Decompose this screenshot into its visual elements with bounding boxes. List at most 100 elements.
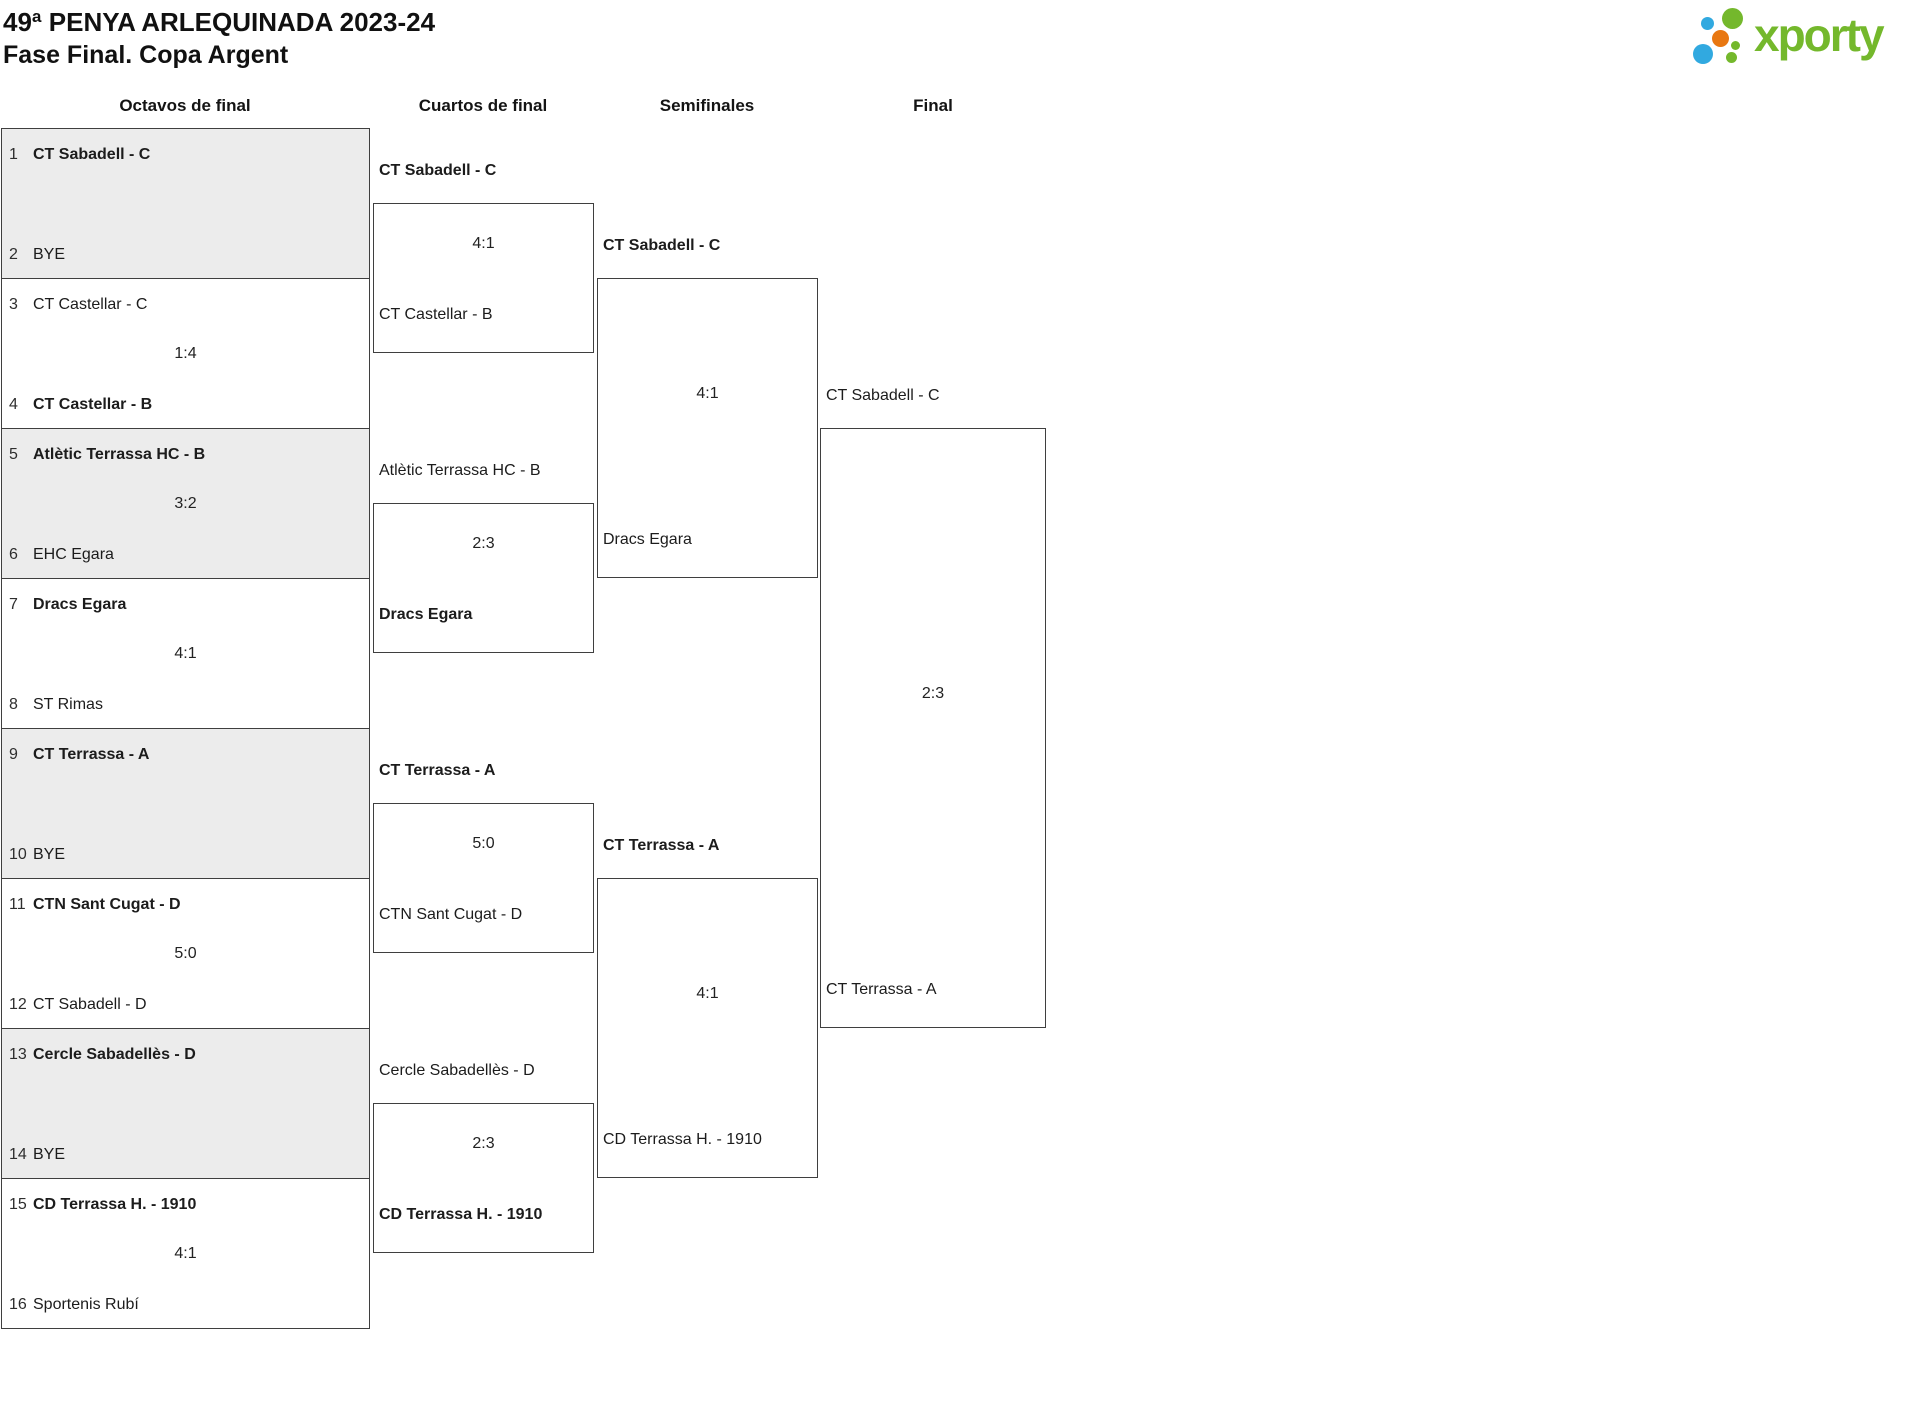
- page-header: 49ª PENYA ARLEQUINADA 2023-24 Fase Final…: [3, 6, 435, 71]
- participant-row: 7 Dracs Egara: [2, 594, 367, 616]
- participant-row: 10 BYE: [2, 844, 367, 866]
- match-score: 2:3: [921, 685, 945, 702]
- match-score: 4:1: [696, 385, 719, 402]
- participant-row: 12 CT Sabadell - D: [2, 994, 367, 1016]
- column-header-cuartos: Cuartos de final: [418, 96, 548, 115]
- participant-row: 5 Atlètic Terrassa HC - B: [2, 444, 367, 466]
- seed-number: 4: [9, 396, 18, 413]
- participant-name: CT Sabadell - D: [33, 996, 147, 1013]
- match-score: 4:1: [696, 985, 719, 1002]
- seed-number: 9: [9, 746, 18, 763]
- match-quarterfinal-2[interactable]: Atlètic Terrassa HC - B 2:3 Dracs Egara: [373, 462, 594, 653]
- participant-name: CT Sabadell - C: [826, 387, 940, 404]
- match-final[interactable]: CT Sabadell - C 2:3 CT Terrassa - A: [820, 387, 1046, 1028]
- participant-name: BYE: [33, 846, 66, 863]
- match-score: 2:3: [472, 535, 495, 552]
- participant-name: Cercle Sabadellès - D: [33, 1046, 196, 1063]
- participant-name: Atlètic Terrassa HC - B: [33, 446, 206, 463]
- match-r16-8[interactable]: 15 CD Terrassa H. - 1910 4:1 16 Sportenis …: [1, 1178, 370, 1329]
- match-quarterfinal-3[interactable]: CT Terrassa - A 5:0 CTN Sant Cugat - D: [373, 762, 594, 953]
- participant-name: CT Castellar - C: [33, 296, 148, 313]
- column-header-octavos: Octavos de final: [119, 96, 251, 115]
- participant-row: 3 CT Castellar - C: [2, 294, 367, 316]
- seed-number: 15: [9, 1196, 27, 1213]
- column-header-semifinales: Semifinales: [659, 96, 755, 115]
- seed-number: 8: [9, 696, 18, 713]
- participant-name: Sportenis Rubí: [33, 1296, 139, 1313]
- match-score: [2, 1093, 369, 1115]
- seed-number: 13: [9, 1046, 27, 1063]
- page-title: 49ª PENYA ARLEQUINADA 2023-24: [3, 7, 436, 37]
- participant-name: CTN Sant Cugat - D: [379, 906, 523, 923]
- seed-number: 16: [9, 1296, 27, 1313]
- match-semifinal-2[interactable]: CT Terrassa - A 4:1 CD Terrassa H. - 191…: [597, 837, 818, 1178]
- seed-number: 10: [9, 846, 27, 863]
- participant-name: BYE: [33, 246, 66, 263]
- participant-row: 1 CT Sabadell - C: [2, 144, 367, 166]
- logo-dot-green-tiny-icon: [1731, 41, 1740, 50]
- participant-name: Atlètic Terrassa HC - B: [379, 462, 541, 479]
- participant-row: 2 BYE: [2, 244, 367, 266]
- participant-row: 13 Cercle Sabadellès - D: [2, 1044, 367, 1066]
- match-r16-4[interactable]: 7 Dracs Egara 4:1 8 ST Rimas: [1, 578, 370, 729]
- match-score: 5:0: [174, 945, 197, 962]
- seed-number: 6: [9, 546, 18, 563]
- match-semifinal-1[interactable]: CT Sabadell - C 4:1 Dracs Egara: [597, 237, 818, 578]
- match-r16-1[interactable]: 1 CT Sabadell - C 2 BYE: [1, 128, 370, 279]
- participant-name: Dracs Egara: [603, 531, 692, 548]
- participant-row: 8 ST Rimas: [2, 694, 367, 716]
- match-quarterfinal-1[interactable]: CT Sabadell - C 4:1 CT Castellar - B: [373, 162, 594, 353]
- participant-name: ST Rimas: [33, 696, 103, 713]
- match-score: 4:1: [174, 1245, 197, 1262]
- participant-row: 15 CD Terrassa H. - 1910: [2, 1194, 367, 1216]
- seed-number: 1: [9, 146, 18, 163]
- participant-name: CD Terrassa H. - 1910: [33, 1196, 197, 1213]
- seed-number: 3: [9, 296, 18, 313]
- participant-name: EHC Egara: [33, 546, 114, 563]
- participant-name: CT Terrassa - A: [33, 746, 150, 763]
- match-r16-5[interactable]: 9 CT Terrassa - A 10 BYE: [1, 728, 370, 879]
- participant-row: 4 CT Castellar - B: [2, 394, 367, 416]
- participant-name: CT Sabadell - C: [603, 237, 721, 254]
- participant-name: CT Castellar - B: [33, 396, 153, 413]
- participant-name: Dracs Egara: [33, 596, 127, 613]
- match-r16-2[interactable]: 3 CT Castellar - C 1:4 4 CT Castellar - B: [1, 278, 370, 429]
- column-header-final: Final: [913, 96, 953, 115]
- match-score: 1:4: [174, 345, 197, 362]
- participant-name: Dracs Egara: [379, 606, 473, 623]
- participant-name: Cercle Sabadellès - D: [379, 1062, 535, 1079]
- participant-name: CT Castellar - B: [379, 306, 493, 323]
- seed-number: 12: [9, 996, 27, 1013]
- xporty-logo[interactable]: xporty: [1690, 2, 1915, 68]
- match-score: 5:0: [472, 835, 495, 852]
- participant-name: BYE: [33, 1146, 66, 1163]
- match-score: [2, 193, 369, 215]
- match-r16-7[interactable]: 13 Cercle Sabadellès - D 14 BYE: [1, 1028, 370, 1179]
- seed-number: 5: [9, 446, 18, 463]
- participant-name: CD Terrassa H. - 1910: [379, 1206, 543, 1223]
- participant-row: 9 CT Terrassa - A: [2, 744, 367, 766]
- logo-wordmark: xporty: [1754, 9, 1885, 61]
- match-quarterfinal-4[interactable]: Cercle Sabadellès - D 2:3 CD Terrassa H.…: [373, 1062, 594, 1253]
- match-score: [2, 793, 369, 815]
- seed-number: 7: [9, 596, 18, 613]
- participant-name: CT Terrassa - A: [826, 981, 937, 998]
- page-subtitle: Fase Final. Copa Argent: [3, 41, 289, 69]
- participant-name: CT Sabadell - C: [379, 162, 497, 179]
- match-score: 4:1: [174, 645, 197, 662]
- participant-name: CT Terrassa - A: [379, 762, 496, 779]
- participant-name: CT Terrassa - A: [603, 837, 720, 854]
- participant-row: 16 Sportenis Rubí: [2, 1294, 367, 1316]
- seed-number: 2: [9, 246, 18, 263]
- logo-dot-blue-small-icon: [1701, 17, 1714, 30]
- match-score: 2:3: [472, 1135, 495, 1152]
- seed-number: 14: [9, 1146, 27, 1163]
- participant-row: 14 BYE: [2, 1144, 367, 1166]
- participant-name: CTN Sant Cugat - D: [33, 896, 181, 913]
- logo-dot-green-small-icon: [1726, 52, 1737, 63]
- participant-name: CT Sabadell - C: [33, 146, 151, 163]
